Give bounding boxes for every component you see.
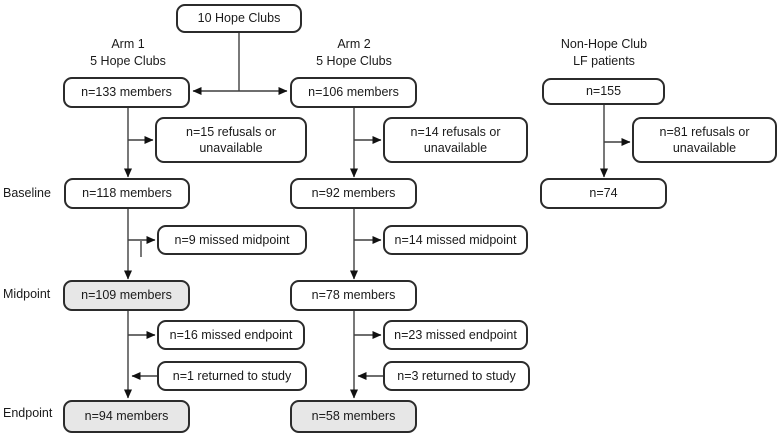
box-arm1-baseline: n=118 members: [64, 178, 190, 209]
row-label-baseline: Baseline: [3, 186, 51, 200]
column-header-arm2: Arm 2 5 Hope Clubs: [316, 37, 392, 68]
box-arm1-missed-endpoint: n=16 missed endpoint: [157, 320, 305, 350]
row-label-midpoint: Midpoint: [3, 287, 51, 301]
connector-group: [124, 33, 631, 399]
box-arm2-missed-endpoint: n=23 missed endpoint: [383, 320, 528, 350]
box-arm2-endpoint: n=58 members: [290, 400, 417, 433]
box-arm2-missed-midpoint: n=14 missed midpoint: [383, 225, 528, 255]
column-header-arm1: Arm 1 5 Hope Clubs: [90, 37, 166, 68]
box-arm2-returned: n=3 returned to study: [383, 361, 530, 391]
box-arm1-endpoint: n=94 members: [63, 400, 190, 433]
box-arm1-returned: n=1 returned to study: [157, 361, 307, 391]
box-arm1-enrolled: n=133 members: [63, 77, 190, 108]
box-arm2-midpoint: n=78 members: [290, 280, 417, 311]
column-header-nonhope: Non-Hope Club LF patients: [560, 37, 648, 68]
box-nonhope-baseline: n=74: [540, 178, 667, 209]
box-arm2-enrolled: n=106 members: [290, 77, 417, 108]
box-arm1-missed-midpoint: n=9 missed midpoint: [157, 225, 307, 255]
box-nonhope-enrolled: n=155: [542, 78, 665, 105]
box-total-clubs: 10 Hope Clubs: [176, 4, 302, 33]
box-arm2-baseline: n=92 members: [290, 178, 417, 209]
box-arm2-refusals: n=14 refusals or unavailable: [383, 117, 528, 163]
box-nonhope-refusals: n=81 refusals or unavailable: [632, 117, 777, 163]
box-arm1-refusals: n=15 refusals or unavailable: [155, 117, 307, 163]
box-arm1-midpoint: n=109 members: [63, 280, 190, 311]
row-label-endpoint: Endpoint: [3, 406, 53, 420]
